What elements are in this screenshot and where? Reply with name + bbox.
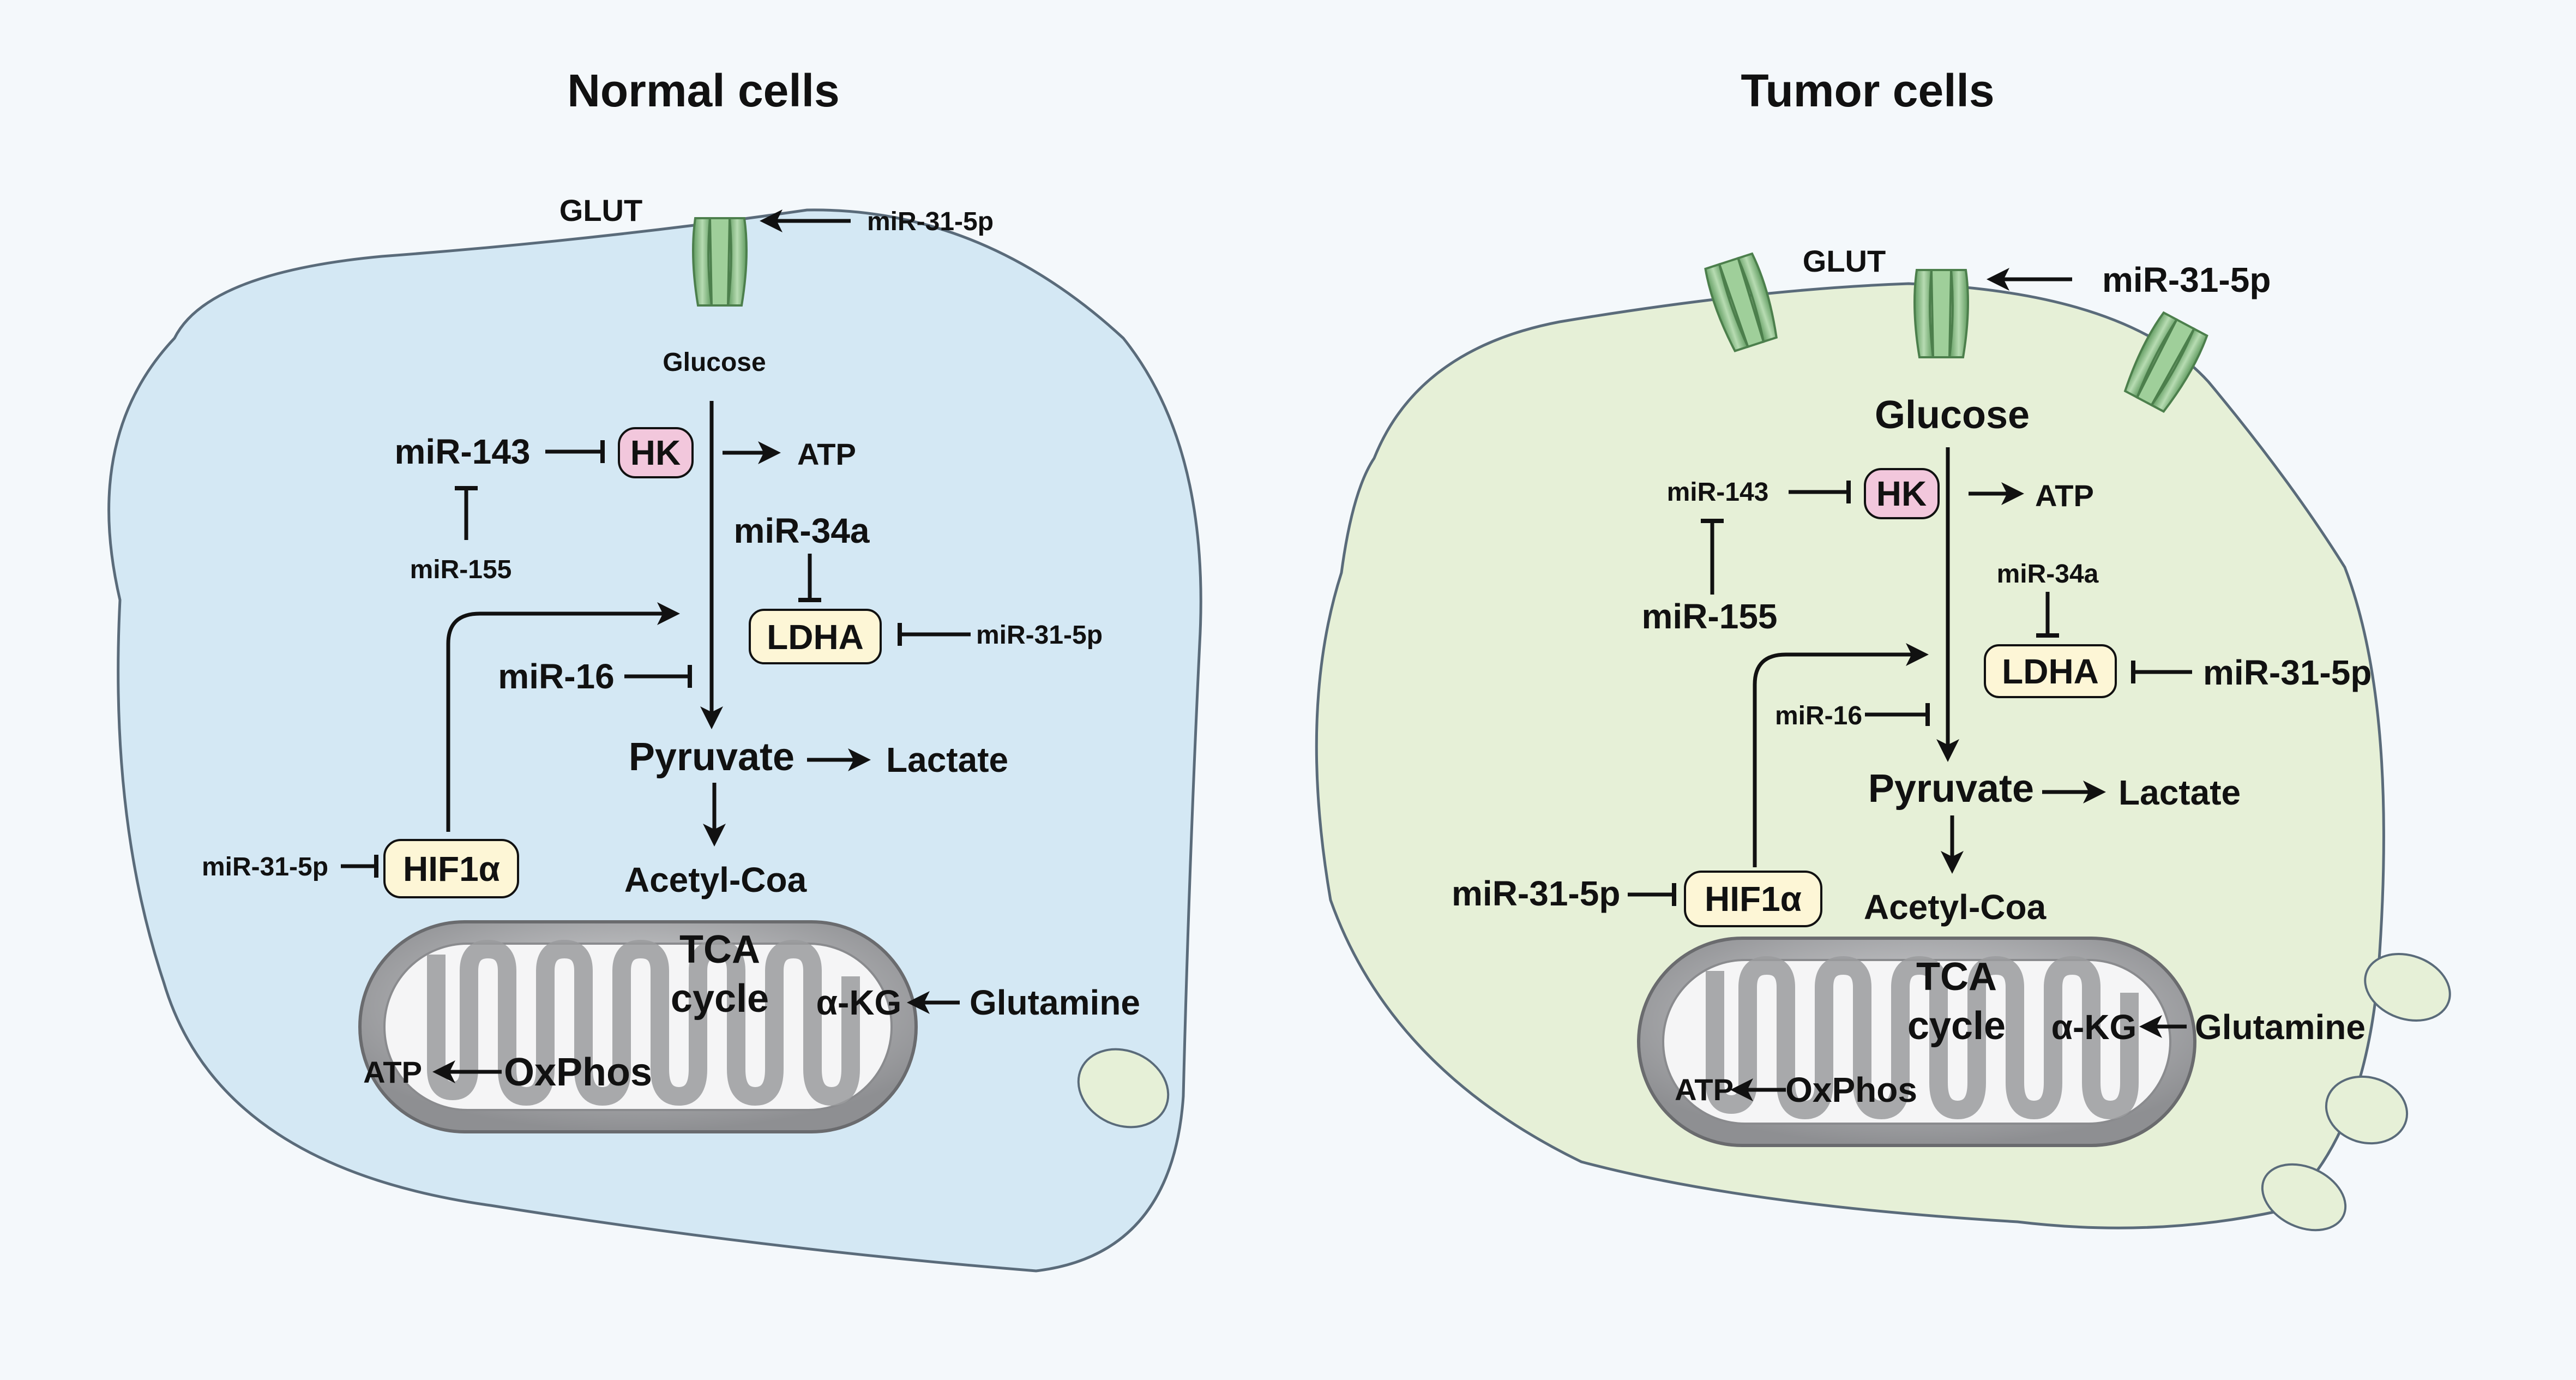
normal-atp-ox: ATP — [363, 1055, 422, 1089]
tumor-vesicle-1 — [2364, 953, 2451, 1022]
tumor-glut-transporter-2 — [1913, 269, 1969, 358]
tumor-panel: Tumor cells GLUT miR-31-5p Glucose miR-1… — [1315, 65, 2451, 1232]
tumor-ldha-box — [1984, 644, 2117, 698]
normal-mitochondrion — [358, 920, 918, 1133]
normal-glucose-label: Glucose — [663, 348, 766, 377]
tumor-atp-ox: ATP — [1675, 1072, 1734, 1107]
tumor-atp-hk: ATP — [2035, 478, 2094, 513]
tumor-pyruvate-label: Pyruvate — [1868, 767, 2034, 811]
tumor-mir-31-5p-ldha: miR-31-5p — [2203, 653, 2372, 692]
tumor-glucose-label: Glucose — [1875, 393, 2030, 437]
normal-hif-arrow — [446, 602, 680, 832]
tumor-mir-155: miR-155 — [1642, 597, 1778, 636]
normal-glut-label: GLUT — [559, 193, 642, 227]
tumor-panel-title: Tumor cells — [1741, 65, 1994, 116]
normal-tca-line1: TCA — [679, 928, 760, 971]
tumor-hif-arrow — [1753, 643, 1929, 867]
normal-hk-box — [618, 427, 694, 478]
normal-mir-31-5p-hif: miR-31-5p — [202, 853, 328, 881]
normal-mir-155: miR-155 — [410, 555, 512, 584]
normal-panel-title: Normal cells — [567, 65, 840, 116]
tumor-tca-line2: cycle — [1907, 1004, 2006, 1048]
tumor-hif-label: HIF1α — [1705, 879, 1802, 919]
normal-glut-transporter — [692, 217, 748, 307]
tumor-mir-31-5p-hif: miR-31-5p — [1452, 874, 1620, 913]
tumor-glutamine-label: Glutamine — [2195, 1007, 2366, 1047]
tumor-oxphos-label: OxPhos — [1785, 1070, 1917, 1109]
tumor-acetyl-coa: Acetyl-Coa — [1864, 887, 2047, 927]
tumor-glut-label: GLUT — [1803, 244, 1886, 278]
tumor-vesicle-3 — [2261, 1163, 2347, 1232]
tumor-akg-label: α-KG — [2051, 1007, 2137, 1047]
normal-atp-hk: ATP — [797, 437, 856, 471]
tumor-mir-143: miR-143 — [1667, 478, 1769, 507]
normal-hif-label: HIF1α — [403, 849, 500, 889]
normal-acetyl-coa: Acetyl-Coa — [624, 860, 807, 899]
normal-mir-34a: miR-34a — [734, 511, 870, 550]
normal-oxphos-label: OxPhos — [504, 1051, 652, 1094]
tumor-tca-line1: TCA — [1916, 955, 1997, 999]
normal-mir-31-5p-ldha: miR-31-5p — [976, 621, 1103, 650]
tumor-ldha-label: LDHA — [2002, 652, 2099, 691]
normal-ldha-label: LDHA — [767, 617, 864, 657]
normal-pyruvate-label: Pyruvate — [629, 735, 795, 779]
normal-mir-16: miR-16 — [498, 657, 614, 696]
tumor-vesicle-2 — [2325, 1075, 2409, 1145]
tumor-lactate-label: Lactate — [2118, 773, 2241, 812]
tumor-mir-16: miR-16 — [1775, 701, 1862, 730]
tumor-mir-34a: miR-34a — [1997, 560, 2099, 589]
normal-glutamine-label: Glutamine — [970, 983, 1140, 1022]
normal-lactate-label: Lactate — [886, 740, 1008, 779]
tumor-mitochondrion — [1637, 937, 2196, 1147]
tumor-hif-box — [1684, 871, 1822, 927]
normal-akg-label: α-KG — [816, 983, 902, 1022]
tumor-mir-31-5p-glut: miR-31-5p — [2102, 260, 2271, 299]
normal-hk-label: HK — [630, 433, 681, 472]
normal-vesicle — [1077, 1048, 1170, 1129]
tumor-hk-box — [1864, 468, 1940, 519]
normal-hif-box — [383, 839, 519, 898]
normal-tca-line2: cycle — [671, 977, 769, 1021]
normal-ldha-box — [749, 609, 882, 664]
normal-panel: Normal cells GLUT miR-31-5p Glucose miR-… — [107, 65, 1202, 1273]
normal-mir-31-5p-glut: miR-31-5p — [867, 207, 994, 236]
tumor-hk-label: HK — [1876, 474, 1927, 513]
normal-mir-143: miR-143 — [395, 432, 531, 471]
